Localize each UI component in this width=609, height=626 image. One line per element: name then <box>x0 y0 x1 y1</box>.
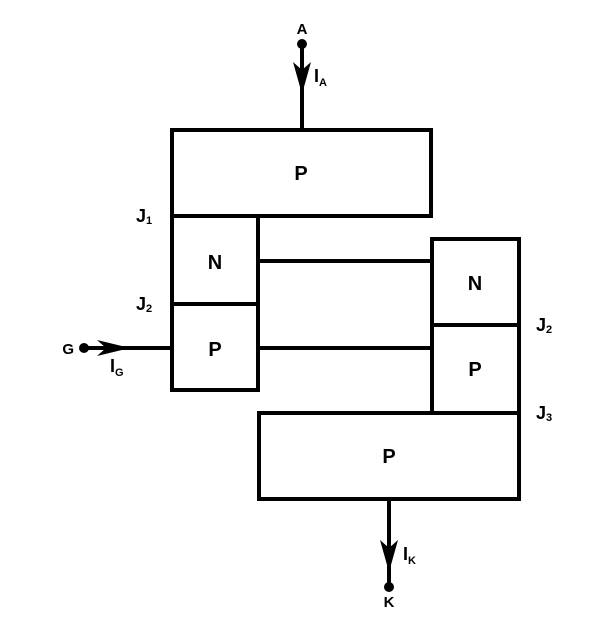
anode-current-arrow-icon <box>293 62 311 94</box>
region-left-n-label: N <box>208 252 222 274</box>
anode-current-label: IA <box>314 66 327 89</box>
region-top-p-label: P <box>294 163 307 185</box>
anode-terminal-label: A <box>297 21 308 38</box>
cathode-terminal-label: K <box>384 594 395 611</box>
gate-terminal-label: G <box>62 341 74 358</box>
junction-j3-right-label: J3 <box>536 403 552 424</box>
cathode-current-arrow-icon <box>380 540 398 572</box>
junction-j2-left-label: J2 <box>136 294 152 315</box>
region-right-p-label: P <box>468 359 481 381</box>
gate-current-label: IG <box>110 356 124 379</box>
region-right-n-label: N <box>468 273 482 295</box>
cathode-current-label: IK <box>403 544 416 567</box>
junction-j2-right-label: J2 <box>536 315 552 336</box>
region-left-p-label: P <box>208 339 221 361</box>
region-top-p <box>170 128 433 218</box>
cathode-terminal-dot <box>384 582 394 592</box>
region-bottom-p-label: P <box>382 446 395 468</box>
gate-current-arrow-icon <box>97 340 130 356</box>
junction-j1-left-label: J1 <box>136 206 152 227</box>
